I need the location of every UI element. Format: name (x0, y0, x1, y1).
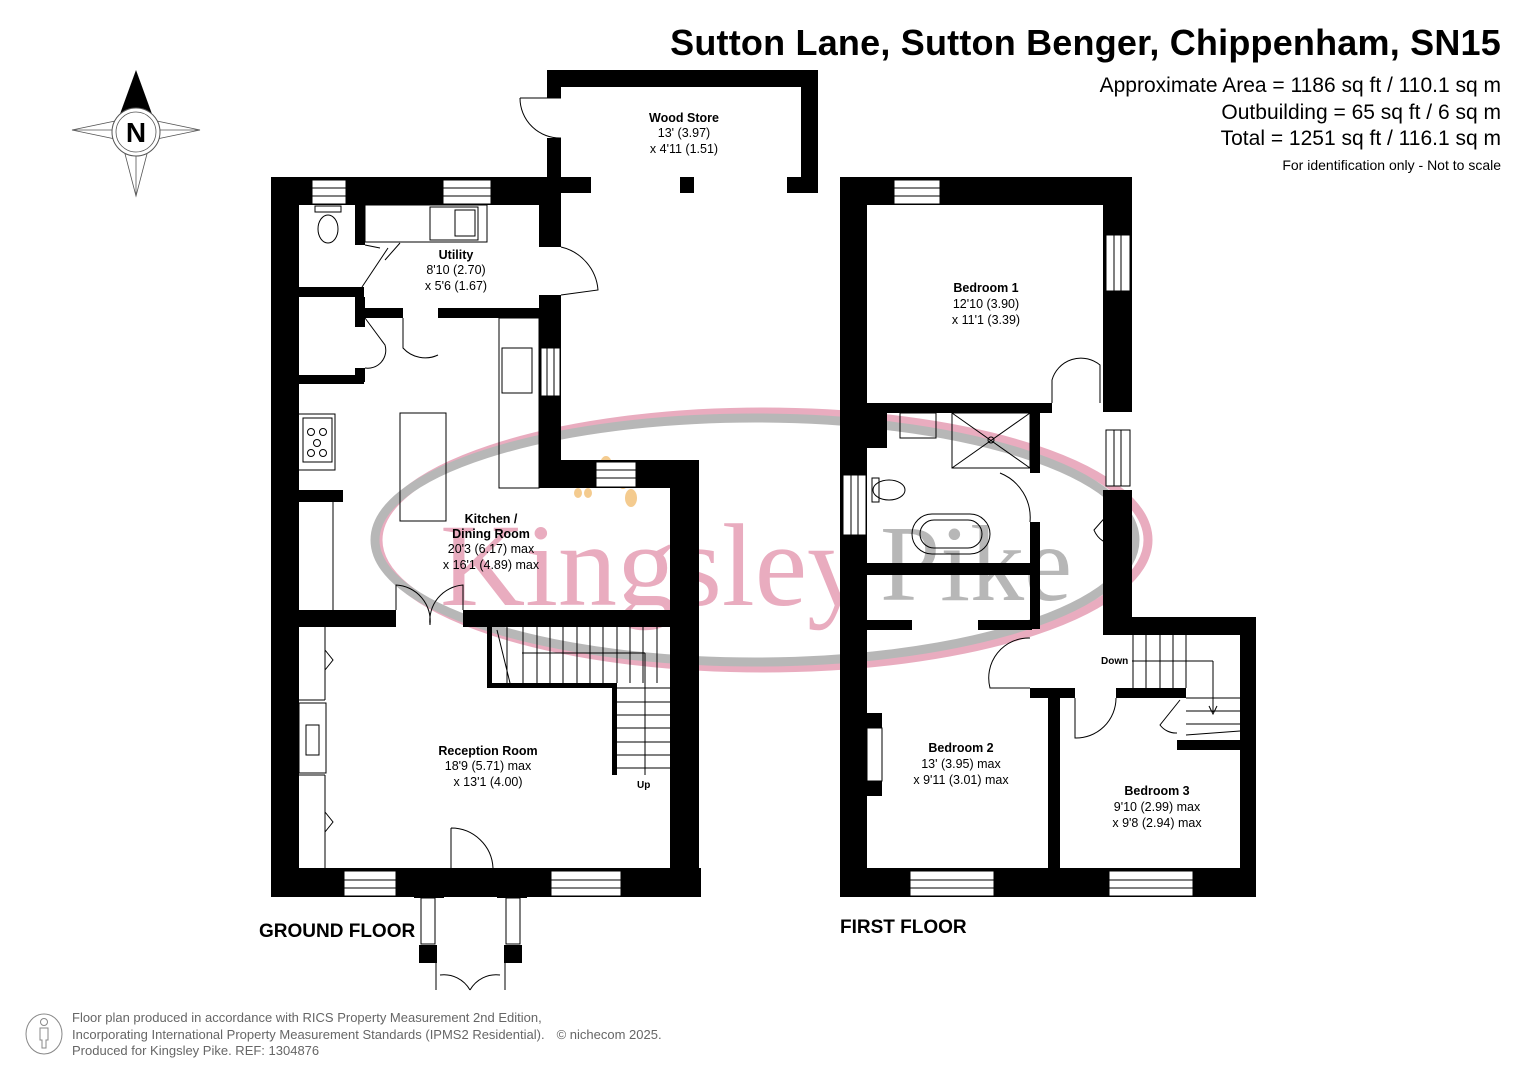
stairs-up-label: Up (637, 780, 650, 791)
footer-line-2: Incorporating International Property Mea… (72, 1026, 545, 1042)
area-summary: Approximate Area = 1186 sq ft / 110.1 sq… (1100, 73, 1501, 153)
reception-dim1: 18'9 (5.71) max (445, 759, 532, 773)
bedroom2-dim1: 13' (3.95) max (921, 757, 1001, 771)
reception-name: Reception Room (438, 744, 537, 758)
first-floor-label: FIRST FLOOR (840, 917, 967, 938)
stairs-down-label: Down (1101, 656, 1128, 667)
ground-floor-plan: Wood Store 13' (3.97) x 4'11 (1.51) Util… (271, 70, 818, 991)
wood-store-name: Wood Store (649, 111, 719, 125)
total-area: Total = 1251 sq ft / 116.1 sq m (1220, 127, 1501, 150)
wood-store-dim1: 13' (3.97) (658, 126, 710, 140)
watermark-kingsley: Kingsley (440, 500, 866, 631)
bedroom3-dim1: 9'10 (2.99) max (1114, 800, 1201, 814)
footer-line-3: Produced for Kingsley Pike. REF: 1304876 (72, 1043, 320, 1058)
bedroom1-name: Bedroom 1 (953, 281, 1018, 295)
ipms-person-icon (25, 1013, 63, 1055)
footer-disclaimer: Floor plan produced in accordance with R… (72, 1010, 662, 1060)
bedroom1-dim1: 12'10 (3.90) (953, 297, 1019, 311)
compass-rose-icon: N (71, 70, 201, 198)
utility-name: Utility (439, 248, 474, 262)
kitchen-dim2: x 16'1 (4.89) max (443, 558, 540, 572)
copyright: © nichecom 2025. (556, 1026, 662, 1042)
outbuilding-area: Outbuilding = 65 sq ft / 6 sq m (1221, 100, 1501, 124)
wood-store-dim2: x 4'11 (1.51) (650, 142, 718, 156)
bedroom3-name: Bedroom 3 (1124, 784, 1189, 798)
bedroom1-dim2: x 11'1 (3.39) (952, 313, 1020, 327)
kitchen-name-line1: Kitchen / (465, 512, 518, 526)
utility-dim2: x 5'6 (1.67) (425, 279, 487, 293)
bedroom3-dim2: x 9'8 (2.94) max (1112, 816, 1202, 830)
ground-floor-label: GROUND FLOOR (259, 921, 416, 942)
approximate-area: Approximate Area = 1186 sq ft / 110.1 sq… (1099, 74, 1501, 97)
first-floor-plan: Bedroom 1 12'10 (3.90) x 11'1 (3.39) Bed… (840, 177, 1256, 897)
bedroom2-dim2: x 9'11 (3.01) max (913, 773, 1009, 787)
compass-north-label: N (126, 117, 146, 148)
reception-dim2: x 13'1 (4.00) (453, 775, 522, 789)
footer-line-1: Floor plan produced in accordance with R… (72, 1010, 542, 1025)
utility-dim1: 8'10 (2.70) (426, 263, 485, 277)
property-title: Sutton Lane, Sutton Benger, Chippenham, … (670, 22, 1501, 63)
scale-disclaimer: For identification only - Not to scale (1282, 157, 1501, 173)
kitchen-dim1: 20'3 (6.17) max (448, 542, 535, 556)
kitchen-name-line2: Dining Room (452, 527, 530, 541)
bedroom2-name: Bedroom 2 (928, 741, 993, 755)
